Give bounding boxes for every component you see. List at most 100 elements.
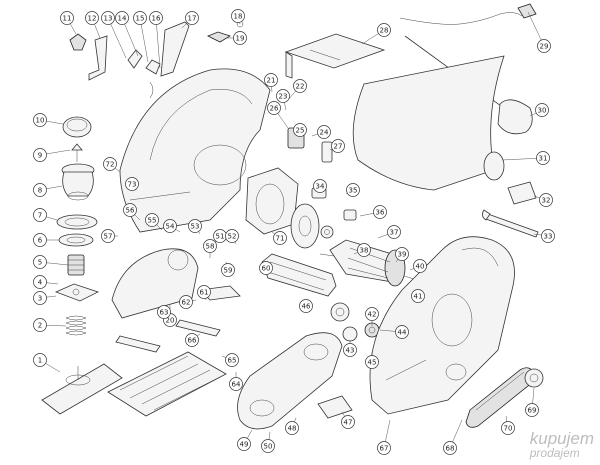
- callout-part-73: 73: [125, 177, 139, 191]
- adjusting-plate: [54, 283, 100, 302]
- callout-circle: [163, 219, 177, 233]
- watermark: kupujem prodajem: [529, 429, 594, 461]
- callout-circle: [267, 101, 281, 115]
- callout-part-2: 2: [33, 318, 47, 332]
- callout-circle: [536, 151, 550, 165]
- callout-circle: [377, 23, 391, 37]
- callout-label: 42: [368, 311, 377, 319]
- callout-part-62: 62: [179, 295, 193, 309]
- motor-housing-left: [119, 68, 271, 233]
- callout-label: 26: [270, 105, 279, 113]
- callout-part-8: 8: [33, 183, 47, 197]
- callout-part-30: 30: [535, 103, 549, 117]
- callout-part-66: 66: [185, 333, 199, 347]
- callout-part-71: 71: [273, 231, 287, 245]
- callout-label: 38: [360, 247, 369, 255]
- callout-label: 25: [296, 127, 305, 135]
- mounting-bracket: [88, 35, 108, 81]
- callout-label: 57: [104, 233, 113, 241]
- callout-part-31: 31: [536, 151, 550, 165]
- chip-bag: [352, 55, 505, 191]
- power-cord: [399, 3, 537, 25]
- depth-adjust-knob-cap: [62, 116, 92, 138]
- callout-part-56: 56: [123, 203, 137, 217]
- callout-label: 48: [288, 425, 297, 433]
- callout-label: 27: [334, 143, 343, 151]
- callout-part-59: 59: [221, 263, 235, 277]
- callout-circle: [33, 113, 47, 127]
- callout-label: 43: [346, 347, 355, 355]
- callout-label: 47: [344, 419, 353, 427]
- callout-circle: [185, 333, 199, 347]
- callout-circle: [229, 377, 243, 391]
- knob-base-ring: [58, 233, 94, 247]
- callout-label: 56: [126, 207, 135, 215]
- callout-label: 20: [166, 317, 175, 325]
- callout-part-72: 72: [103, 157, 117, 171]
- callout-label: 23: [279, 93, 288, 101]
- callout-circle: [259, 261, 273, 275]
- callout-label: 11: [63, 15, 72, 23]
- callout-label: 37: [390, 229, 399, 237]
- callout-circle: [264, 73, 278, 87]
- belt-pulley: [524, 368, 544, 388]
- watermark-line1: kupujem: [529, 429, 594, 448]
- callout-part-9: 9: [33, 148, 47, 162]
- callout-part-48: 48: [285, 421, 299, 435]
- top-bracket: [160, 21, 190, 77]
- knob-screw: [71, 143, 83, 162]
- callout-circle: [33, 291, 47, 305]
- fan: [290, 203, 320, 249]
- callout-circle: [85, 11, 99, 25]
- callout-label: 64: [232, 381, 241, 389]
- callout-label: 6: [38, 237, 43, 245]
- callout-circle: [149, 11, 163, 25]
- callout-circle: [443, 441, 457, 455]
- leader-line-13: [107, 17, 127, 59]
- callout-part-7: 7: [33, 208, 47, 222]
- callout-circle: [203, 239, 217, 253]
- callout-circle: [33, 353, 47, 367]
- callout-circle: [343, 343, 357, 357]
- callout-circle: [33, 275, 47, 289]
- callout-label: 19: [236, 35, 245, 43]
- callout-circle: [101, 11, 115, 25]
- callout-label: 45: [368, 359, 377, 367]
- callout-part-16: 16: [149, 11, 163, 25]
- callout-part-43: 43: [343, 343, 357, 357]
- callout-part-50: 50: [261, 439, 275, 453]
- callout-part-55: 55: [145, 213, 159, 227]
- callout-label: 39: [398, 251, 407, 259]
- cord-clamp: [69, 33, 87, 51]
- callout-part-17: 17: [185, 11, 199, 25]
- callout-circle: [411, 289, 425, 303]
- callout-part-27: 27: [331, 139, 345, 153]
- rear-base-plate: [107, 351, 227, 417]
- callout-circle: [103, 157, 117, 171]
- callout-part-1: 1: [33, 353, 47, 367]
- callout-label: 67: [380, 445, 389, 453]
- callout-label: 29: [540, 43, 549, 51]
- callout-part-33: 33: [541, 229, 555, 243]
- callout-label: 12: [88, 15, 97, 23]
- callout-label: 18: [234, 13, 243, 21]
- callout-circle: [157, 305, 171, 319]
- leader-line-14: [121, 17, 139, 57]
- callout-label: 46: [302, 303, 311, 311]
- callout-label: 53: [191, 223, 200, 231]
- callout-circle: [387, 225, 401, 239]
- side-cover: [111, 248, 199, 319]
- callout-part-65: 65: [225, 353, 239, 367]
- callout-circle: [33, 233, 47, 247]
- callout-part-19: 19: [233, 31, 247, 45]
- callout-label: 59: [224, 267, 233, 275]
- armature: [319, 239, 425, 287]
- callout-part-18: 18: [231, 9, 245, 23]
- motor-housing-right: [369, 236, 515, 415]
- callout-circle: [285, 421, 299, 435]
- callout-label: 35: [349, 187, 358, 195]
- callout-part-64: 64: [229, 377, 243, 391]
- chip-adapter: [507, 181, 537, 205]
- callout-part-11: 11: [60, 11, 74, 25]
